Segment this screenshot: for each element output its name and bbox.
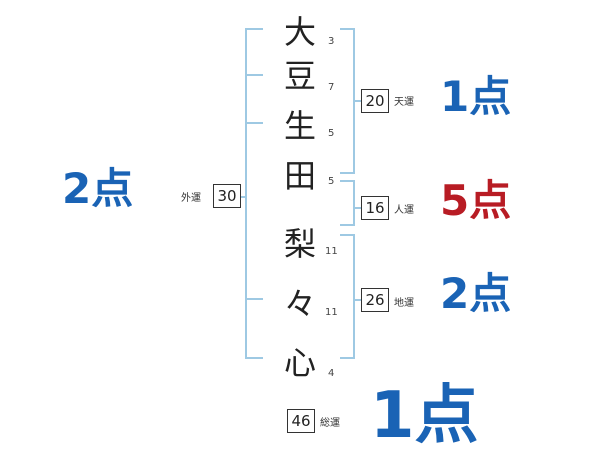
name-char-3: 生 bbox=[283, 107, 316, 145]
stroke-count-1: 3 bbox=[328, 36, 335, 47]
jinkaku-score: 5点 bbox=[440, 176, 512, 225]
name-char-7: 心 bbox=[283, 344, 316, 382]
gaikaku-value-box: 30 bbox=[213, 184, 241, 208]
stroke-count-4: 5 bbox=[328, 176, 335, 187]
soukaku-value-box: 46 bbox=[287, 409, 315, 433]
chikaku-score: 2点 bbox=[440, 269, 512, 318]
stroke-count-7: 4 bbox=[328, 368, 335, 379]
stroke-count-3: 5 bbox=[328, 128, 335, 139]
name-char-4: 田 bbox=[283, 157, 316, 195]
tenkaku-score: 1点 bbox=[440, 72, 512, 121]
name-char-5: 梨 bbox=[283, 225, 316, 263]
jinkaku-value-box: 16 bbox=[361, 196, 389, 220]
name-char-1: 大 bbox=[283, 13, 316, 51]
tenkaku-label: 天運 bbox=[394, 97, 414, 108]
chikaku-value-box: 26 bbox=[361, 288, 389, 312]
stroke-count-2: 7 bbox=[328, 82, 335, 93]
chikaku-label: 地運 bbox=[394, 298, 414, 309]
stroke-count-6: 11 bbox=[325, 307, 338, 318]
tenkaku-value-box: 20 bbox=[361, 89, 389, 113]
name-char-2: 豆 bbox=[283, 57, 316, 95]
gaikaku-score: 2点 bbox=[62, 164, 134, 213]
gaikaku-label: 外運 bbox=[181, 193, 201, 204]
soukaku-label: 総運 bbox=[320, 418, 340, 429]
stroke-count-5: 11 bbox=[325, 246, 338, 257]
name-char-6: 々 bbox=[283, 285, 316, 323]
jinkaku-label: 人運 bbox=[394, 205, 414, 216]
soukaku-score: 1点 bbox=[370, 379, 479, 453]
